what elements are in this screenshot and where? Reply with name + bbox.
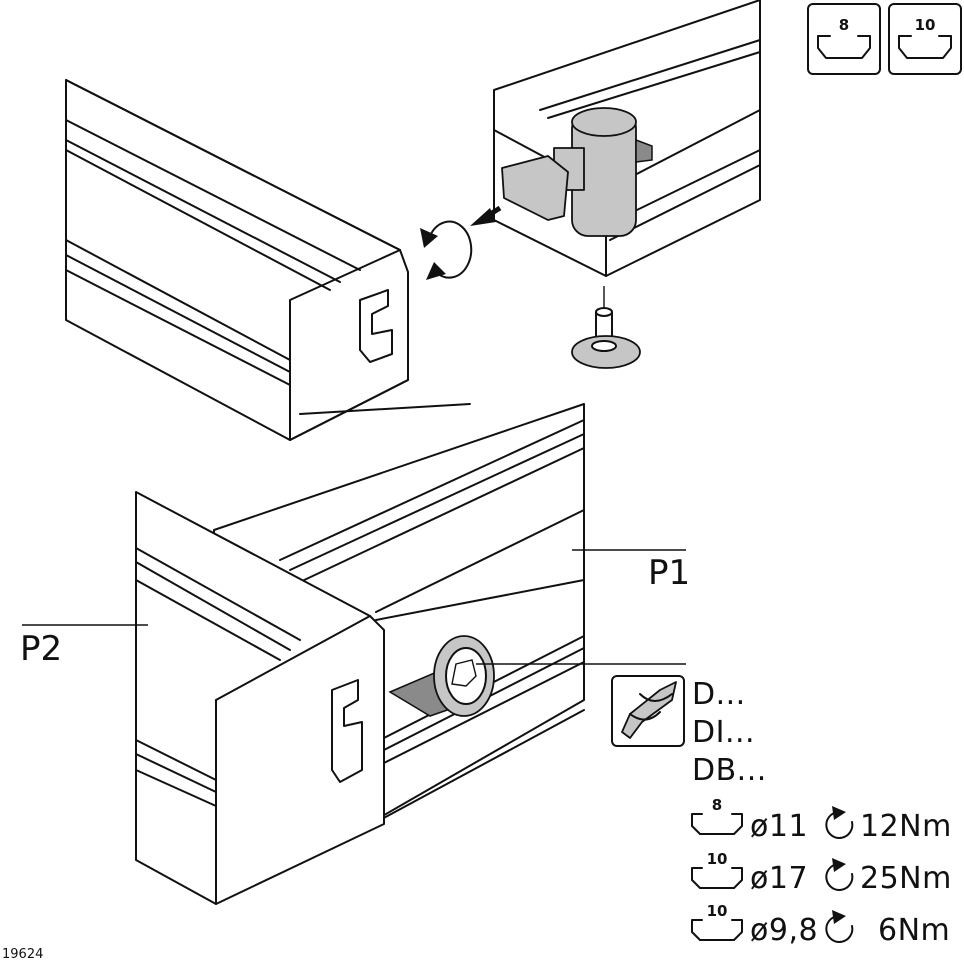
spec-slot: 10 [707, 850, 728, 868]
slot-10-label: 10 [915, 16, 936, 34]
spec-slot: 10 [707, 902, 728, 920]
drill-icon [611, 675, 685, 747]
p2-label: P2 [20, 629, 62, 669]
slot-8-icon [691, 813, 743, 835]
drilled-hole [388, 635, 495, 717]
spec-row: 10 ø17 25Nm [691, 850, 952, 896]
slot-10-icon [691, 867, 743, 889]
drill-code-di: DI... [692, 715, 755, 750]
torque-icon [825, 811, 854, 839]
spec-torque: 12Nm [860, 809, 952, 844]
arrow-icon [470, 205, 502, 226]
figure-id: 19624 [2, 947, 43, 962]
spec-diameter: ø9,8 [750, 913, 818, 948]
drill-code-d: D... [692, 677, 746, 712]
slot-8-icon: 8 [807, 3, 881, 75]
slot-10-icon [691, 919, 743, 941]
torque-icon [825, 863, 854, 891]
spec-torque: 6Nm [878, 913, 950, 948]
torque-icon [825, 915, 854, 943]
slot-size-icons: 8 10 [807, 3, 962, 75]
bolt [571, 286, 641, 369]
connector-body [553, 107, 653, 237]
spec-diameter: ø11 [750, 809, 808, 844]
spec-slot: 8 [712, 796, 722, 814]
slot-10-icon: 10 [888, 3, 962, 75]
spec-diameter: ø17 [750, 861, 808, 896]
slot-8-label: 8 [839, 16, 849, 34]
profile-p2 [135, 491, 385, 905]
drill-code-db: DB... [692, 753, 767, 788]
upper-left-profile [65, 79, 471, 441]
rotate-icon [420, 220, 473, 280]
spec-row: 10 ø9,8 6Nm [691, 902, 950, 948]
p1-label: P1 [648, 553, 690, 593]
spec-row: 8 ø11 12Nm [691, 796, 952, 844]
slide-nut [501, 155, 569, 221]
spec-torque: 25Nm [860, 861, 952, 896]
